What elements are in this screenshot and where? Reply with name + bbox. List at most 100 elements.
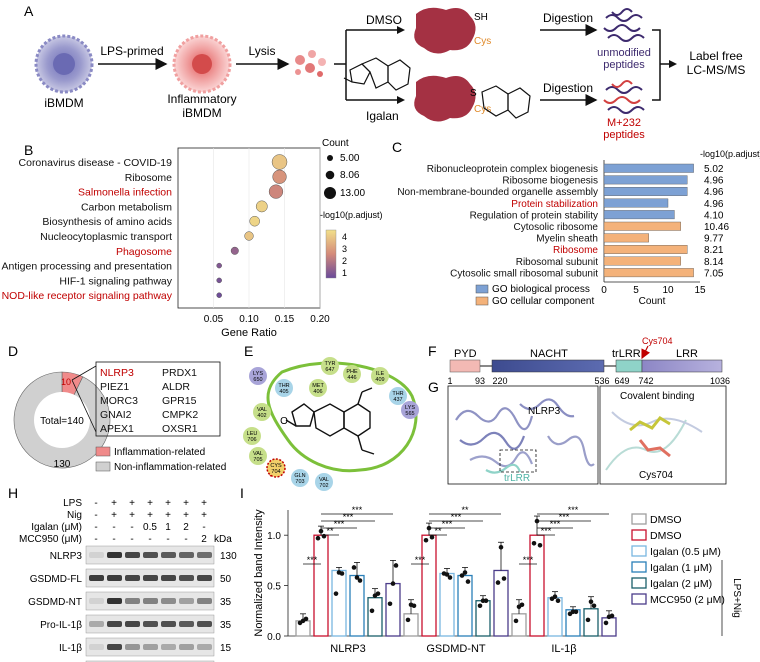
c-value-label: 8.21	[704, 245, 724, 256]
blot-band	[143, 621, 158, 627]
c-category-label: Ribosome biogenesis	[502, 176, 598, 187]
b-xlabel: Gene Ratio	[221, 327, 277, 339]
c-bar	[603, 221, 682, 231]
gene-name: PRDX1	[162, 367, 197, 379]
residue-node	[371, 367, 389, 385]
i-datapoint	[519, 602, 525, 608]
pocket-outline	[266, 361, 418, 473]
protein-ribbon-icon	[455, 398, 595, 474]
pep1-line1: unmodified	[597, 47, 651, 59]
legend-size-label: 5.00	[340, 153, 360, 164]
i-bar	[385, 582, 401, 637]
unmodified-peptides-icon	[603, 8, 645, 42]
i-datapoint	[483, 598, 489, 604]
branch-lines	[334, 29, 400, 101]
i-bar	[313, 534, 329, 637]
i-bar	[583, 608, 599, 637]
i-datapoint	[447, 575, 453, 580]
blot-band	[125, 552, 140, 558]
h-treatment-cell: 0.5	[143, 522, 157, 533]
c-bar	[603, 233, 649, 243]
colorbar-tick: 1	[342, 268, 347, 278]
pep2-line2: peptides	[603, 129, 645, 141]
c-category-label: Non-membrane-bounded organelle assembly	[397, 187, 598, 198]
inset-title: Covalent binding	[620, 391, 695, 402]
b-xtick: 0.10	[239, 314, 259, 325]
i-bar	[547, 597, 563, 637]
cell1-label: iBMDM	[44, 96, 83, 110]
i-datapoint	[513, 618, 519, 624]
domain-trlrr	[615, 359, 643, 373]
i-datapoint	[429, 534, 435, 540]
i-datapoint	[423, 537, 429, 543]
residue-name: TYR	[325, 361, 336, 367]
blot-band	[179, 644, 194, 650]
c-category-label: Cytosolic small ribosomal subunit	[450, 268, 598, 279]
i-sig-label: ***	[541, 526, 552, 536]
blot-label: IL-1β	[59, 643, 82, 654]
i-sig-label: ***	[523, 555, 534, 565]
blot-band	[197, 552, 212, 558]
c-category-label: Ribonucleoprotein complex biogenesis	[427, 164, 598, 175]
gene-name: NLRP3	[100, 367, 134, 379]
cell2-label-line1: Inflammatory	[167, 92, 236, 106]
residue-tick: 649	[614, 376, 629, 386]
dmso-label: DMSO	[366, 13, 402, 27]
legend-bp-swatch	[475, 284, 489, 294]
legend-inflam: Inflammation-related	[114, 447, 205, 458]
panel-f-domains: PYD NACHT trLRR LRR Cys704 1 93 220 536 …	[447, 336, 730, 386]
i-ylabel: Normalized band Intensity	[253, 509, 265, 637]
i-legend-swatch	[631, 593, 647, 605]
panel-label-f: F	[428, 343, 437, 359]
i-datapoint	[477, 603, 483, 609]
digestion-label-top: Digestion	[543, 11, 593, 25]
i-bar	[511, 613, 527, 637]
h-row-label: Igalan (μM)	[31, 522, 82, 533]
domain-nacht	[491, 359, 605, 373]
residue-node	[343, 365, 361, 383]
c-value-label: 4.96	[704, 199, 724, 210]
i-datapoint	[351, 565, 357, 570]
h-treatment-cell: +	[147, 498, 153, 509]
step2-label: Lysis	[249, 44, 276, 58]
h-treatment-cell: -	[184, 534, 187, 545]
legend-size-label: 8.06	[340, 170, 360, 181]
blot-band	[161, 644, 176, 650]
b-dot	[244, 231, 254, 241]
pep1-line2: peptides	[603, 59, 645, 71]
igalan-structure-icon	[343, 57, 411, 91]
legend-size-label: 13.00	[340, 188, 365, 199]
h-treatment-cell: -	[94, 522, 97, 533]
residue-number: 446	[347, 375, 356, 381]
i-datapoint	[498, 544, 504, 550]
residue-number: 647	[325, 367, 334, 373]
panel-label-b: B	[24, 142, 33, 158]
i-datapoint	[459, 573, 465, 578]
c-value-label: 5.02	[704, 164, 724, 175]
c-category-label: Ribosome	[553, 245, 598, 256]
i-datapoint	[411, 603, 417, 609]
legend-size-5	[327, 155, 333, 161]
c-value-label: 8.14	[704, 257, 724, 268]
domain-label: NACHT	[530, 348, 568, 360]
b-category-label: Biosynthesis of amino acids	[42, 216, 172, 228]
domain-label: LRR	[676, 348, 698, 360]
i-legend-swatch	[631, 513, 647, 525]
c-value-header: -log10(p.adjust)	[700, 149, 760, 159]
c-xtick: 10	[662, 285, 674, 296]
i-bar	[421, 534, 437, 637]
i-sig-label: **	[326, 526, 334, 536]
residue-node	[243, 427, 261, 445]
colorbar-tick: 2	[342, 256, 347, 266]
b-dot	[216, 292, 222, 298]
blot-kda: 15	[220, 643, 232, 654]
residue-name: THR	[392, 391, 403, 397]
i-sig-label: ***	[352, 505, 363, 515]
gene-name: ALDR	[162, 381, 190, 393]
residue-node	[266, 458, 286, 478]
i-datapoint	[357, 578, 363, 583]
residue-number: 406	[313, 389, 322, 395]
c-bar	[603, 163, 694, 173]
